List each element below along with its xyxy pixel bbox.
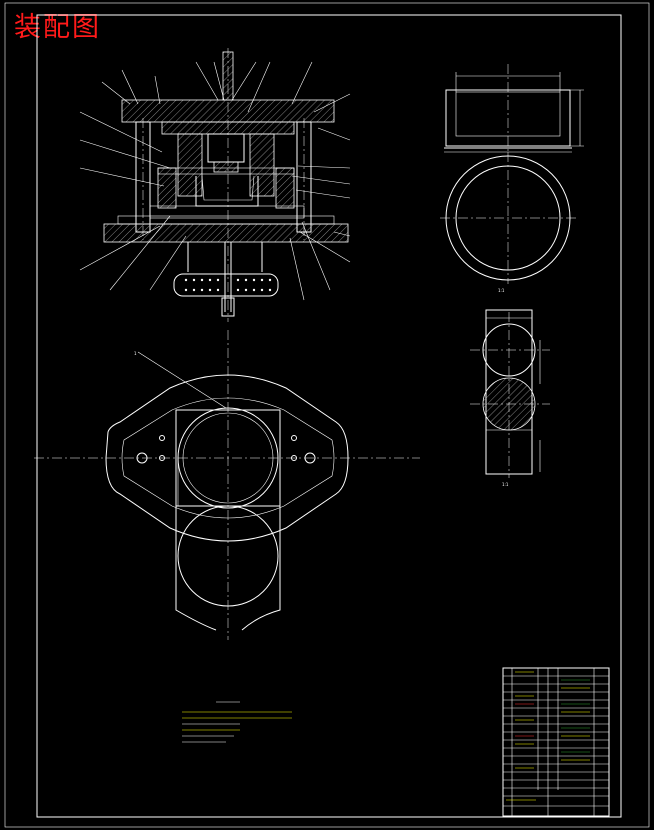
svg-text:1: 1 [134,351,137,356]
section-view [79,48,351,322]
drawing-border [4,2,650,828]
svg-text:1:1: 1:1 [498,288,505,293]
part-drawing-cup: 1:1 [440,64,584,293]
plan-view: 1 [34,330,420,640]
title-block [502,667,610,817]
technical-notes [182,701,292,743]
drawing-title: 装配图 [14,12,101,43]
strip-layout: 1:1 [470,309,550,487]
svg-text:1:1: 1:1 [502,482,509,487]
